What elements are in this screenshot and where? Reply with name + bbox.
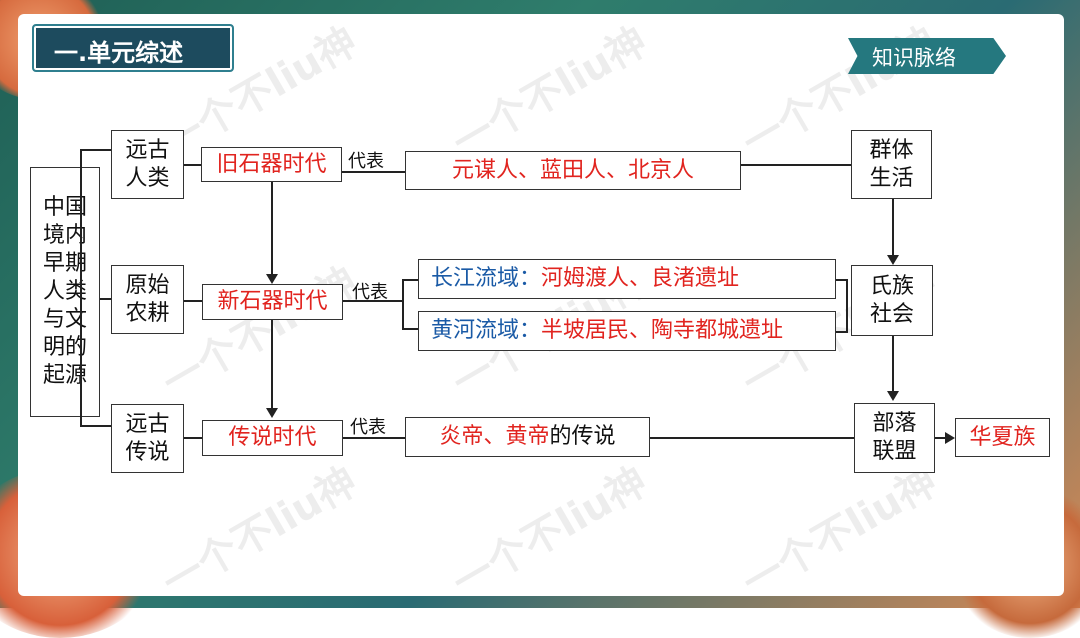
stage-tribal-alliance: 部落联盟 xyxy=(854,403,935,473)
section-title: 一.单元综述 xyxy=(54,39,184,67)
connector xyxy=(80,425,111,427)
stage-clan-society: 氏族社会 xyxy=(851,265,933,336)
era-paleolithic: 旧石器时代 xyxy=(201,147,342,182)
section-tag: 知识脉络 xyxy=(848,38,1006,74)
result-arrow xyxy=(935,432,955,444)
represent-label: 代表 xyxy=(352,282,388,303)
example-box: 炎帝、黄帝的传说 xyxy=(405,417,650,457)
connector xyxy=(846,279,848,333)
connector xyxy=(184,300,202,302)
category-legends: 远古传说 xyxy=(111,404,184,473)
connector xyxy=(343,300,402,302)
era-neolithic: 新石器时代 xyxy=(202,284,343,320)
connector xyxy=(184,437,202,439)
example-box: 元谋人、蓝田人、北京人 xyxy=(405,151,741,190)
connector xyxy=(80,149,111,151)
category-ancient-humans: 远古人类 xyxy=(111,130,184,199)
root-label: 中国境内早期人类与文明的起源 xyxy=(42,195,87,388)
connector xyxy=(836,331,848,333)
connector xyxy=(402,328,418,330)
connector xyxy=(343,437,405,439)
stage-group-life: 群体生活 xyxy=(851,130,932,199)
root-node: 中国境内早期人类与文明的起源 xyxy=(30,167,100,417)
category-primitive-farming: 原始农耕 xyxy=(111,265,184,334)
represent-label: 代表 xyxy=(350,417,386,438)
connector xyxy=(342,171,405,173)
section-title-banner: 一.单元综述 xyxy=(32,24,234,72)
represent-label: 代表 xyxy=(348,151,384,172)
connector xyxy=(402,279,404,330)
connector xyxy=(836,279,848,281)
connector xyxy=(741,164,851,166)
site-changjiang: 长江流域：河姆渡人、良渚遗址 xyxy=(418,259,836,299)
connector xyxy=(80,149,82,426)
connector xyxy=(100,298,111,300)
stage-arrows xyxy=(887,199,899,401)
site-huanghe: 黄河流域：半坡居民、陶寺都城遗址 xyxy=(418,311,836,351)
connector xyxy=(184,164,201,166)
section-tag-label: 知识脉络 xyxy=(872,46,956,70)
era-legend: 传说时代 xyxy=(202,420,343,456)
result-huaxia: 华夏族 xyxy=(955,418,1050,457)
connector xyxy=(402,279,418,281)
era-arrows xyxy=(266,182,278,418)
connector xyxy=(650,437,854,439)
